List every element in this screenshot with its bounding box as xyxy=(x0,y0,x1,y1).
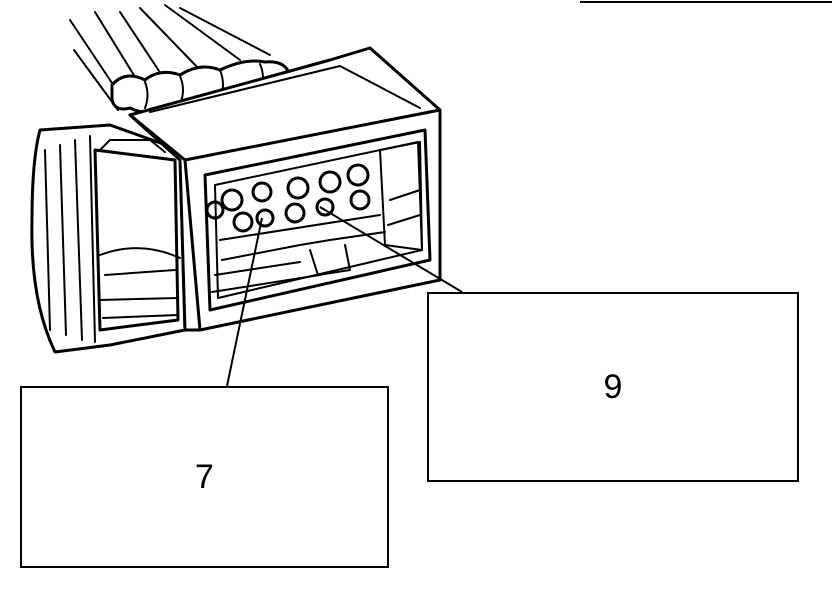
rear-housing xyxy=(30,123,187,354)
leader-line-9 xyxy=(319,206,463,293)
connector-illustration xyxy=(30,4,463,387)
front-housing xyxy=(128,46,442,332)
callout-box-7: 7 xyxy=(20,386,389,568)
wire-bundle xyxy=(69,4,271,111)
callout-box-9: 9 xyxy=(427,292,799,482)
callout-label-9: 9 xyxy=(603,367,623,406)
terminal-cavities xyxy=(205,163,386,293)
leader-line-7 xyxy=(226,217,263,387)
callout-label-7: 7 xyxy=(195,457,214,496)
